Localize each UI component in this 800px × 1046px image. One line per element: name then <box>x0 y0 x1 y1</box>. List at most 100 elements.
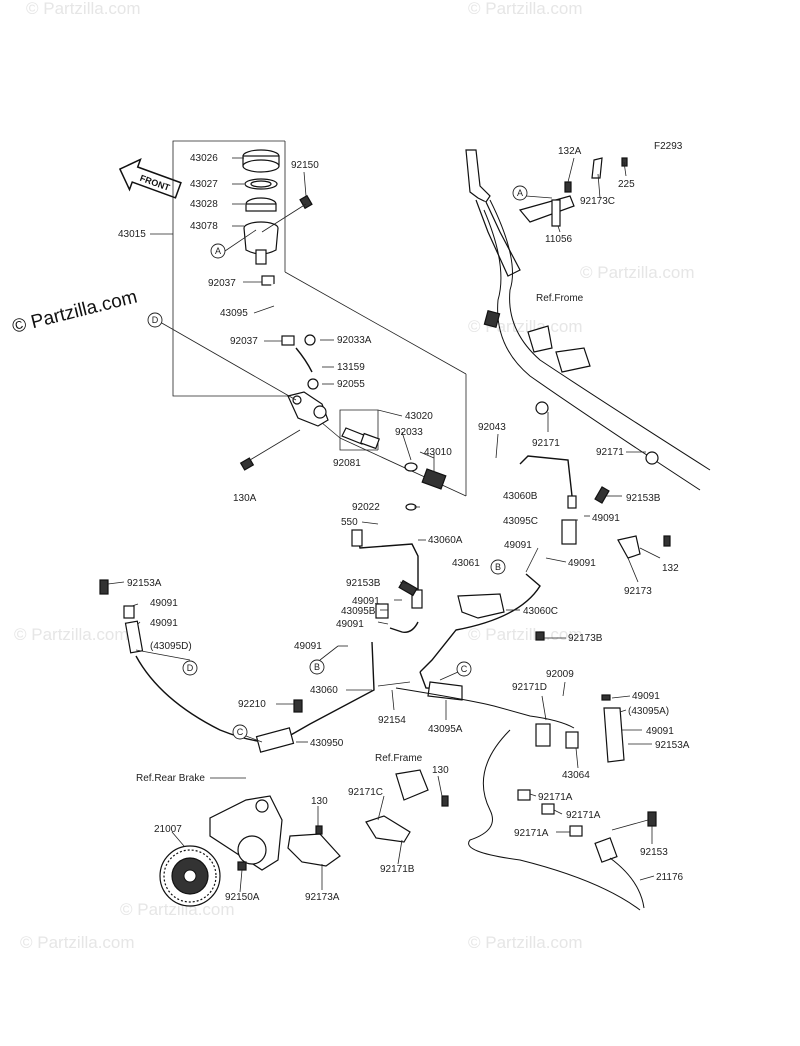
part-label: 43060B <box>503 491 538 502</box>
callout-B-left <box>309 659 325 675</box>
part-label: 92173 <box>624 586 652 597</box>
part-label: 92210 <box>238 699 266 710</box>
part-label: 92171A <box>538 792 573 803</box>
brake-lines <box>281 455 625 763</box>
sensor-line <box>468 729 657 911</box>
part-label: 92171A <box>514 828 549 839</box>
part-label: 92009 <box>546 669 574 680</box>
part-label: 92171B <box>380 864 415 875</box>
part-label: 92154 <box>378 715 406 726</box>
part-label: (43095A) <box>628 706 669 717</box>
master-cylinder-group <box>150 140 467 511</box>
part-label: 92153A <box>127 578 162 589</box>
part-label: 43095B <box>341 606 376 617</box>
part-label: 92171 <box>596 447 624 458</box>
part-label: 92173A <box>305 892 340 903</box>
part-label: 92081 <box>333 458 361 469</box>
part-label: 49091 <box>504 540 532 551</box>
part-label: 92153A <box>655 740 690 751</box>
right-bracket <box>617 535 671 559</box>
part-label: 49091 <box>336 619 364 630</box>
watermark-bottom-center: © Partzilla.com <box>120 900 235 919</box>
part-label: 92150 <box>291 160 319 171</box>
part-label: 49091 <box>150 598 178 609</box>
part-label: 92033A <box>337 335 372 346</box>
part-label: (43095D) <box>150 641 192 652</box>
part-label: 43020 <box>405 411 433 422</box>
part-label: 130A <box>233 493 257 504</box>
part-label: 550 <box>341 517 358 528</box>
ref-frame-label-top: Ref.Frome <box>536 293 584 304</box>
rear-brake-assembly <box>159 769 449 907</box>
part-label: 92173C <box>580 196 615 207</box>
callout-A-left-text: A <box>215 246 221 256</box>
part-label: 130 <box>432 765 449 776</box>
callout-B-left-text: B <box>314 662 320 672</box>
part-label: 43095C <box>503 516 538 527</box>
part-label: 11056 <box>545 234 573 245</box>
part-label: 43060C <box>523 606 558 617</box>
part-label: 92173B <box>568 633 603 644</box>
part-label: 92171A <box>566 810 601 821</box>
part-label: 43061 <box>452 558 480 569</box>
part-label: 49091 <box>294 641 322 652</box>
watermark-mid-right-2: © Partzilla.com <box>468 625 583 644</box>
callout-A-left <box>210 243 226 259</box>
ref-rear-brake-label: Ref.Rear Brake <box>136 773 205 784</box>
part-label: 92055 <box>337 379 365 390</box>
part-label: 92033 <box>395 427 423 438</box>
diagram-code: F2293 <box>654 141 683 152</box>
part-label: 92153B <box>626 493 661 504</box>
part-label: 43064 <box>562 770 590 781</box>
part-label: 49091 <box>632 691 660 702</box>
part-label: 43095A <box>428 724 463 735</box>
watermark-mid-left: © Partzilla.com <box>14 625 129 644</box>
part-label: 92171 <box>532 438 560 449</box>
part-label: 43026 <box>190 153 218 164</box>
front-arrow-icon: FRONT <box>118 158 182 199</box>
callout-D-bottom <box>182 660 198 676</box>
rear-line-left <box>99 579 303 753</box>
callout-A-right <box>512 185 528 201</box>
callout-circles: A A D B B C C D <box>135 185 553 743</box>
part-label: 43078 <box>190 221 218 232</box>
part-label: 49091 <box>646 726 674 737</box>
part-label: 43060A <box>428 535 463 546</box>
part-label: 49091 <box>568 558 596 569</box>
callout-A-right-text: A <box>517 188 523 198</box>
callout-C-left <box>232 724 248 740</box>
ref-frame-label-bottom: Ref.Frame <box>375 753 423 764</box>
part-label: 43095 <box>220 308 248 319</box>
part-label: 92150A <box>225 892 260 903</box>
callout-B-right-text: B <box>495 562 501 572</box>
frame-section <box>465 149 711 491</box>
callout-C-right-text: C <box>461 664 468 674</box>
part-label: 49091 <box>352 596 380 607</box>
callout-C-left-text: C <box>237 727 244 737</box>
part-label: 92153 <box>640 847 668 858</box>
leader-lines <box>107 157 661 893</box>
watermark-bottom-left: © Partzilla.com <box>20 933 135 952</box>
part-label: 430950 <box>310 738 344 749</box>
part-label: 43027 <box>190 179 218 190</box>
part-label: 43010 <box>424 447 452 458</box>
part-label: 21176 <box>656 872 684 883</box>
part-label: 49091 <box>592 513 620 524</box>
part-label: 132 <box>662 563 679 574</box>
part-labels: 43026 43027 43028 43078 92150 43015 9203… <box>118 146 690 903</box>
part-label: 92153B <box>346 578 381 589</box>
callout-B-right <box>490 559 506 575</box>
part-label: 13159 <box>337 362 365 373</box>
part-label: 92022 <box>352 502 380 513</box>
part-label: 43028 <box>190 199 218 210</box>
part-label: 132A <box>558 146 582 157</box>
watermark-main: © Partzilla.com <box>10 287 139 338</box>
part-label: 43060 <box>310 685 338 696</box>
callout-D-bottom-text: D <box>187 663 194 673</box>
watermark-top-right: © Partzilla.com <box>468 0 583 18</box>
part-label: 130 <box>311 796 328 807</box>
part-label: 92037 <box>208 278 236 289</box>
part-label: 225 <box>618 179 635 190</box>
callout-C-right <box>456 661 472 677</box>
